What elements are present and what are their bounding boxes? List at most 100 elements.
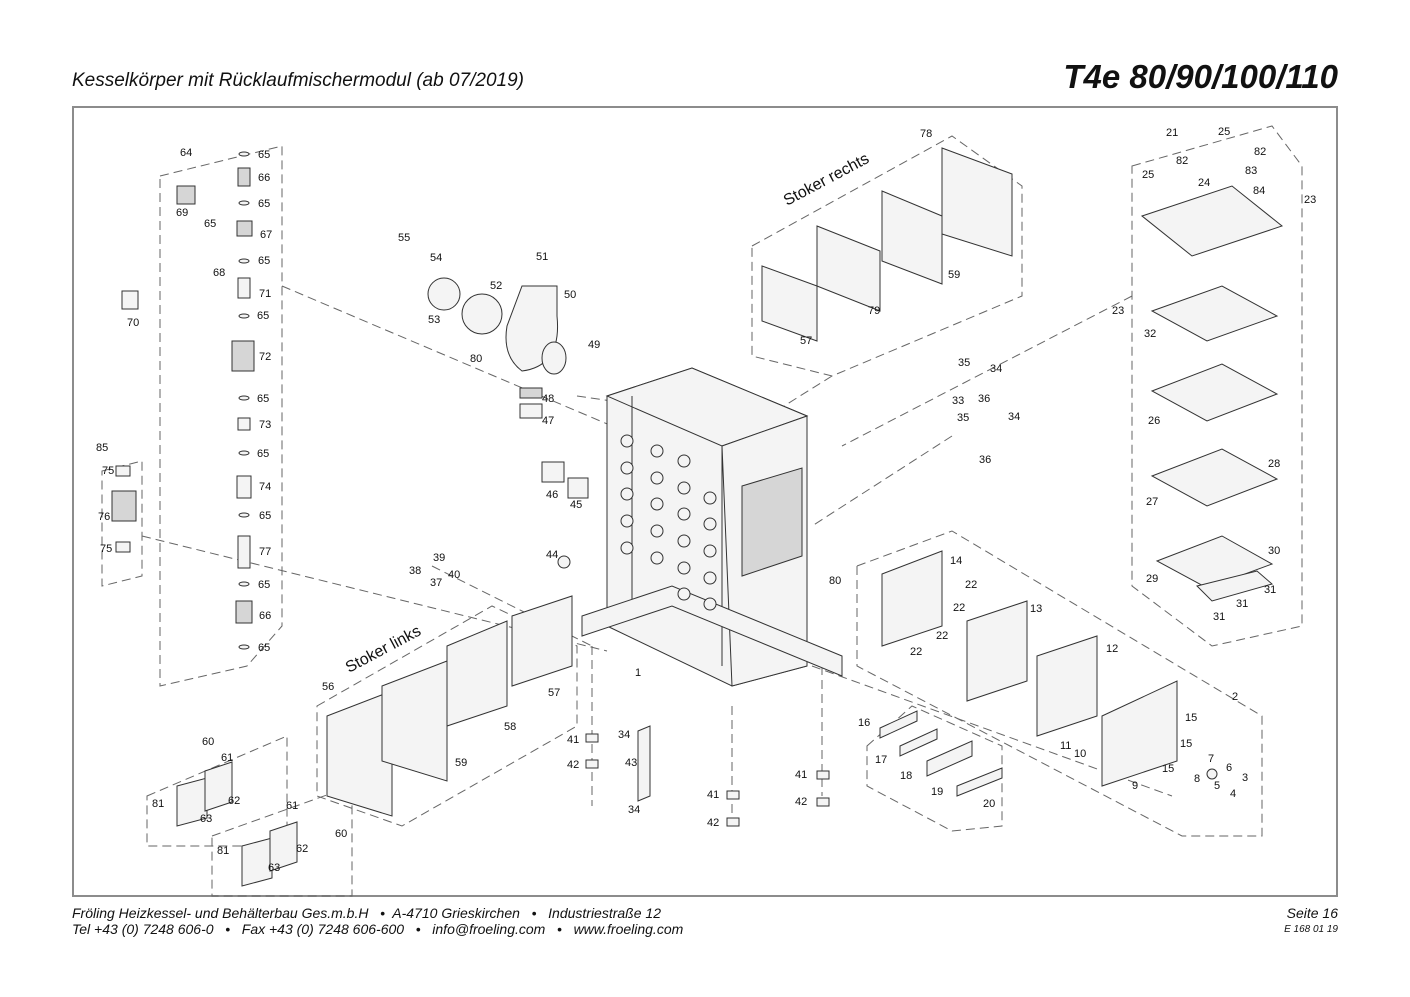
part-label: 57 [548, 687, 560, 699]
part-label: 34 [628, 804, 640, 816]
part-label: 31 [1213, 611, 1225, 623]
part-label: 25 [1218, 126, 1230, 138]
part-label: 55 [398, 232, 410, 244]
part-label: 39 [433, 552, 445, 564]
right-column-parts [1140, 185, 1284, 602]
part-label: 26 [1148, 415, 1160, 427]
part-label: 46 [546, 489, 558, 501]
part-label: 81 [217, 845, 229, 857]
page-subtitle: Kesselkörper mit Rücklaufmischermodul (a… [72, 70, 524, 91]
part-label: 19 [931, 786, 943, 798]
part-label: 56 [322, 681, 334, 693]
part-label: 22 [936, 630, 948, 642]
page-number: Seite 16 [1286, 905, 1338, 921]
part-label: 80 [829, 575, 841, 587]
part-label: 16 [858, 717, 870, 729]
part-label: 50 [564, 289, 576, 301]
part-label: 82 [1254, 146, 1266, 158]
part-label: 31 [1264, 584, 1276, 596]
stoker-links-parts [326, 595, 573, 817]
part-label: 3 [1242, 772, 1248, 784]
part-label: 25 [1142, 169, 1154, 181]
part-label: 34 [1008, 411, 1020, 423]
part-label: 42 [795, 796, 807, 808]
part-label: 76 [98, 511, 110, 523]
part-label: 54 [430, 252, 442, 264]
part-label: 60 [335, 828, 347, 840]
part-label: 51 [536, 251, 548, 263]
page-title: T4e 80/90/100/110 [1063, 58, 1338, 95]
part-label: 41 [795, 769, 807, 781]
part-label: 34 [618, 729, 630, 741]
part-label: 14 [950, 555, 962, 567]
part-label: 53 [428, 314, 440, 326]
part-label: 59 [455, 757, 467, 769]
group-outline-right-column [1131, 125, 1303, 647]
part-label: 63 [268, 862, 280, 874]
part-label: 64 [180, 147, 192, 159]
part-label: 67 [260, 229, 272, 241]
diagram-frame [72, 106, 1338, 897]
part-label: 5 [1214, 780, 1220, 792]
group-outline-stoker-links [316, 605, 578, 827]
part-label: 78 [920, 128, 932, 140]
part-label: 69 [176, 207, 188, 219]
part-label: 79 [868, 305, 880, 317]
group-outline-mixer-left [159, 145, 283, 687]
part-label: 15 [1185, 712, 1197, 724]
strip-parts [879, 710, 1003, 797]
part-label: 21 [1166, 127, 1178, 139]
part-label: 38 [409, 565, 421, 577]
part-label: 27 [1146, 496, 1158, 508]
part-label: 65 [258, 255, 270, 267]
part-label: 65 [258, 149, 270, 161]
door-parts [881, 550, 1218, 787]
stoker-rechts-parts [761, 147, 1013, 342]
part-label: 36 [978, 393, 990, 405]
part-label: 75 [102, 465, 114, 477]
part-label: 68 [213, 267, 225, 279]
part-labels: 64 65 66 65 69 65 67 65 68 71 70 65 72 6… [96, 126, 1316, 874]
part-label: 23 [1112, 305, 1124, 317]
document-code: E 168 01 19 [1284, 924, 1338, 935]
part-label: 30 [1268, 545, 1280, 557]
part-label: 41 [567, 734, 579, 746]
part-label: 71 [259, 288, 271, 300]
part-label: 9 [1132, 780, 1138, 792]
part-label: 22 [965, 579, 977, 591]
group-outline-bottom-mid [211, 785, 353, 897]
part-label: 2 [1232, 691, 1238, 703]
part-label: 73 [259, 419, 271, 431]
part-label: 35 [957, 412, 969, 424]
part-label: 63 [200, 813, 212, 825]
part-label: 65 [204, 218, 216, 230]
part-label: 41 [707, 789, 719, 801]
part-label: 24 [1198, 177, 1210, 189]
part-label: 59 [948, 269, 960, 281]
part-label: 10 [1074, 748, 1086, 760]
group-outline-door [856, 530, 1263, 837]
part-label: 18 [900, 770, 912, 782]
part-label: 22 [953, 602, 965, 614]
part-label: 20 [983, 798, 995, 810]
part-label: 1 [635, 667, 641, 679]
part-label: 29 [1146, 573, 1158, 585]
part-label: 36 [979, 454, 991, 466]
part-label: 37 [430, 577, 442, 589]
part-label: 74 [259, 481, 271, 493]
part-label: 31 [1236, 598, 1248, 610]
part-label: 65 [257, 310, 269, 322]
footer-company-line: Fröling Heizkessel- und Behälterbau Ges.… [72, 905, 661, 921]
part-label: 28 [1268, 458, 1280, 470]
footer-contact-line: Tel +43 (0) 7248 606-0 • Fax +43 (0) 724… [72, 921, 684, 937]
group-outline-strips [866, 705, 1003, 832]
part-label: 52 [490, 280, 502, 292]
part-label: 32 [1144, 328, 1156, 340]
part-label: 17 [875, 754, 887, 766]
part-label: 80 [470, 353, 482, 365]
part-label: 65 [259, 510, 271, 522]
part-label: 45 [570, 499, 582, 511]
part-label: 49 [588, 339, 600, 351]
part-label: 34 [990, 363, 1002, 375]
part-label: 75 [100, 543, 112, 555]
